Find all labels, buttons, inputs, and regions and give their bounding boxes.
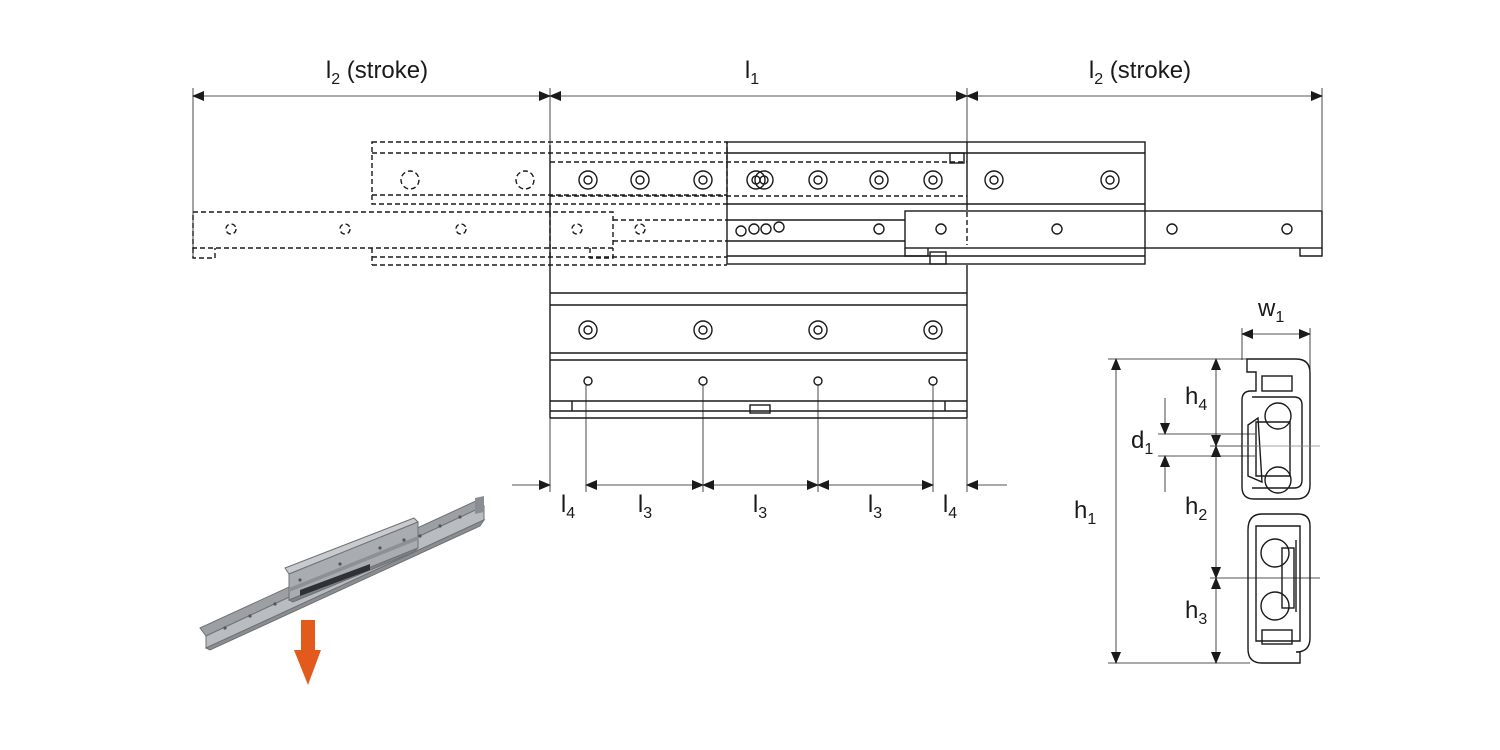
d1-label: d1 bbox=[1131, 427, 1153, 458]
stroke-right-label: l2 (stroke) bbox=[1089, 57, 1191, 88]
right-extended-position bbox=[578, 141, 1323, 265]
l4-left-label: l4 bbox=[561, 491, 575, 522]
cross-section-view bbox=[1108, 328, 1320, 664]
slide-3d-illustration bbox=[199, 496, 486, 651]
retracted-side-view bbox=[549, 145, 968, 419]
h4-label: h4 bbox=[1185, 383, 1207, 414]
length-label: l1 bbox=[745, 57, 759, 88]
w1-label: w1 bbox=[1257, 295, 1284, 326]
load-direction-arrow-icon bbox=[294, 620, 321, 685]
stroke-left-label: l2 (stroke) bbox=[326, 57, 428, 88]
h2-label: h2 bbox=[1185, 493, 1207, 524]
l3-b-label: l3 bbox=[753, 491, 767, 522]
h1-label: h1 bbox=[1074, 497, 1096, 528]
hole-spacing-dimensions bbox=[512, 385, 1007, 492]
h3-label: h3 bbox=[1185, 597, 1207, 628]
l4-right-label: l4 bbox=[943, 491, 957, 522]
l3-c-label: l3 bbox=[868, 491, 882, 522]
l3-a-label: l3 bbox=[638, 491, 652, 522]
top-dimensions bbox=[192, 88, 1323, 258]
